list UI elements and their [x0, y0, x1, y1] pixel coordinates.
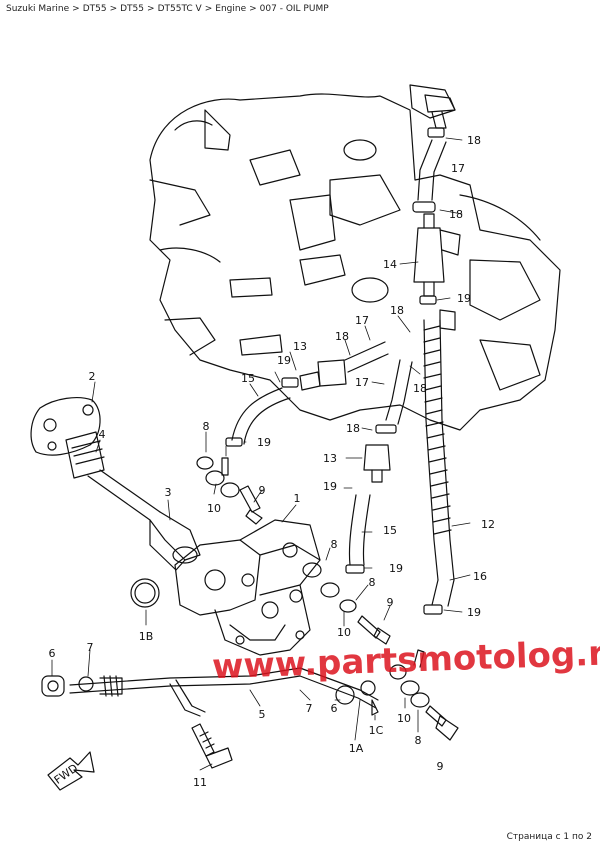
callout-19-c: 19 — [257, 436, 271, 449]
callout-4: 4 — [99, 428, 106, 441]
callout-18-e: 18 — [413, 382, 427, 395]
breadcrumb-current: 007 - OIL PUMP — [259, 4, 329, 14]
callout-9-b: 9 — [387, 596, 394, 609]
callout-10-a: 10 — [207, 502, 221, 515]
driven-gear-4 — [65, 431, 161, 521]
callout-17-b: 17 — [355, 314, 369, 327]
callout-9-c: 9 — [437, 760, 444, 773]
shaft-3 — [149, 511, 201, 571]
clip-19 — [419, 295, 437, 305]
hose-15-left — [231, 387, 291, 445]
washer-7-left — [78, 676, 94, 692]
callout-18-b: 18 — [449, 208, 463, 221]
hose-12-spiral — [423, 319, 455, 581]
hose-17-right — [363, 359, 413, 483]
hose-16 — [431, 579, 455, 607]
callout-1c: 1C — [369, 724, 384, 737]
fwd-label: FWD — [52, 761, 80, 786]
callout-18-a: 18 — [467, 134, 481, 147]
top-fitting — [424, 94, 456, 138]
callout-10-b: 10 — [337, 626, 351, 639]
breadcrumb-link-dt55tc-v[interactable]: DT55TC V — [157, 4, 202, 14]
gasket-2 — [30, 397, 101, 456]
fitting-small — [439, 309, 456, 331]
banjo-6-left — [41, 675, 65, 697]
callout-6-b: 6 — [331, 702, 338, 715]
callout-labels: 2 4 3 1 18 17 18 14 19 18 17 18 13 19 15… — [49, 134, 496, 789]
hose-17-upper — [417, 139, 447, 201]
breadcrumb-separator: > — [147, 4, 155, 14]
callout-15-a: 15 — [241, 372, 255, 385]
callout-1a: 1A — [349, 742, 364, 755]
callout-8-a: 8 — [203, 420, 210, 433]
callout-8-d: 8 — [415, 734, 422, 747]
callout-19-b: 19 — [277, 354, 291, 367]
callout-16: 16 — [473, 570, 487, 583]
callout-19-d: 19 — [323, 480, 337, 493]
callout-10-c: 10 — [397, 712, 411, 725]
breadcrumb-separator: > — [109, 4, 118, 14]
fwd-arrow-icon — [47, 751, 95, 791]
fitting-group-lower-right — [335, 649, 459, 741]
pagination-text: Страница с 1 по 2 — [506, 832, 592, 842]
clip-19-right — [345, 564, 365, 574]
callout-6-a: 6 — [49, 647, 56, 660]
callout-2: 2 — [89, 370, 96, 383]
callout-8-b: 8 — [331, 538, 338, 551]
callout-19-a: 19 — [457, 292, 471, 305]
callout-12: 12 — [481, 518, 495, 531]
callout-7-a: 7 — [87, 641, 94, 654]
o-ring-1b — [130, 578, 160, 608]
callout-18-c: 18 — [390, 304, 404, 317]
callout-14: 14 — [383, 258, 397, 271]
breadcrumb-link-suzuki-marine[interactable]: Suzuki Marine — [6, 4, 70, 14]
oil-filter-14 — [413, 213, 461, 297]
oil-pump-body-1 — [174, 519, 321, 656]
bolt-11 — [191, 723, 233, 769]
callout-8-c: 8 — [369, 576, 376, 589]
callout-13-a: 13 — [293, 340, 307, 353]
bolt-set-left — [196, 456, 263, 525]
breadcrumb: Suzuki Marine>DT55>DT55>DT55TC V>Engine>… — [6, 4, 329, 14]
callout-7-b: 7 — [306, 702, 313, 715]
breadcrumb-link-dt55-2[interactable]: DT55 — [120, 4, 145, 14]
hose-17-left — [281, 341, 389, 391]
leader-lines — [51, 137, 471, 771]
callout-19-e: 19 — [389, 562, 403, 575]
breadcrumb-separator: > — [204, 4, 213, 14]
breadcrumb-separator: > — [72, 4, 80, 14]
callout-18-f: 18 — [346, 422, 360, 435]
clip-18 — [412, 201, 436, 213]
callout-13-b: 13 — [323, 452, 337, 465]
callout-17-a: 17 — [451, 162, 465, 175]
callout-1b: 1B — [139, 630, 154, 643]
breadcrumb-separator: > — [249, 4, 257, 14]
callout-5: 5 — [259, 708, 266, 721]
callout-19-f: 19 — [467, 606, 481, 619]
breadcrumb-link-engine[interactable]: Engine — [215, 4, 247, 14]
callout-17-c: 17 — [355, 376, 369, 389]
breadcrumb-link-dt55[interactable]: DT55 — [82, 4, 107, 14]
callout-15-b: 15 — [383, 524, 397, 537]
callout-3: 3 — [165, 486, 172, 499]
callout-18-d: 18 — [335, 330, 349, 343]
callout-1: 1 — [294, 492, 301, 505]
callout-9-a: 9 — [259, 484, 266, 497]
oil-line-5 — [69, 667, 379, 717]
callout-11: 11 — [193, 776, 207, 789]
clip-19-left — [225, 437, 243, 447]
clip-19-lower — [423, 604, 443, 615]
bolt-set-right — [302, 562, 391, 645]
hose-15-right — [348, 494, 371, 566]
